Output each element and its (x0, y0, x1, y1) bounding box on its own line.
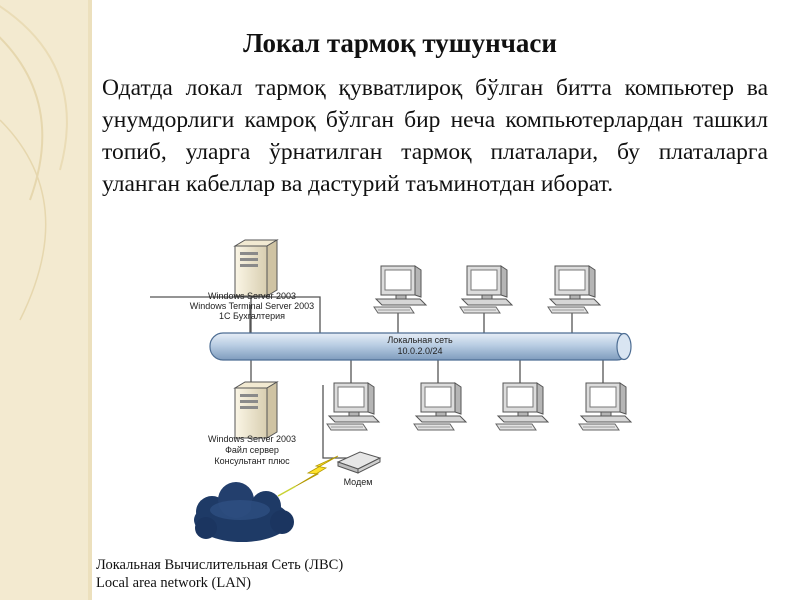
server-top-label-line: Windows Terminal Server 2003 (190, 301, 314, 311)
server-top-label: Windows Server 2003 Windows Terminal Ser… (190, 291, 314, 321)
modem: Модем (336, 451, 382, 487)
workstation (413, 382, 467, 431)
network-bus: Локальная сеть 10.0.2.0/24 (209, 332, 632, 361)
server-bottom-label-line: Windows Server 2003 (208, 434, 296, 444)
network-label: Локальная сеть (387, 335, 453, 345)
caption-line-2: Local area network (LAN) (96, 575, 251, 591)
lightning-icon (295, 455, 339, 487)
workstation (578, 382, 632, 431)
cloud-icon (194, 482, 294, 542)
server-bottom (234, 381, 278, 439)
workstation (459, 265, 513, 314)
server-top-label-line: 1С Бухгалтерия (219, 311, 285, 321)
server-top (234, 239, 278, 297)
workstation (547, 265, 601, 314)
network-subnet: 10.0.2.0/24 (397, 346, 442, 356)
server-bottom-label-line: Файл сервер (225, 445, 279, 455)
side-decoration-panel (0, 0, 88, 600)
server-top-label-line: Windows Server 2003 (208, 291, 296, 301)
caption-line-1: Локальная Вычислительная Сеть (ЛВС) (96, 557, 344, 573)
server-bottom-label-line: Консультант плюс (214, 456, 290, 466)
slide-title: Локал тармоқ тушунчаси (243, 28, 557, 58)
modem-label: Модем (344, 477, 373, 487)
slide-paragraph: Одатда локал тармоқ қувватлироқ бўлган б… (102, 75, 768, 197)
workstation (326, 382, 380, 431)
server-bottom-label: Windows Server 2003 Файл сервер Консульт… (208, 434, 296, 466)
workstation (373, 265, 427, 314)
side-decoration-curves (0, 5, 68, 321)
workstation (495, 382, 549, 431)
side-decoration-edge (88, 0, 92, 600)
diagram-caption: Локальная Вычислительная Сеть (ЛВС) Loca… (96, 556, 343, 592)
